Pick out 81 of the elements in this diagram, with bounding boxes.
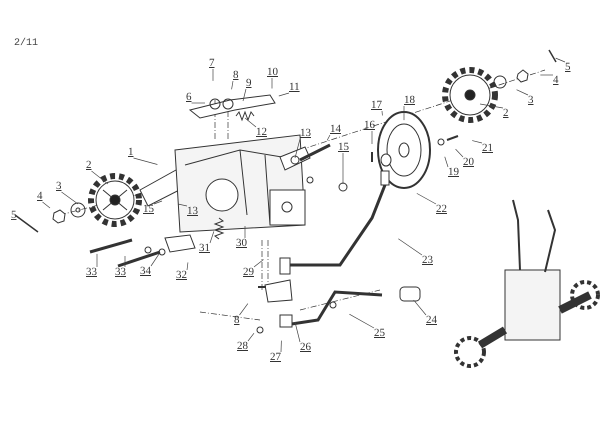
callout-number: 25 xyxy=(374,328,385,339)
callout-number: 15 xyxy=(338,142,349,153)
leader-line xyxy=(455,148,464,158)
leader-line xyxy=(210,231,214,244)
callout-number: 2 xyxy=(503,108,508,119)
callout-number: 19 xyxy=(448,167,459,178)
leader-line xyxy=(294,138,300,158)
leader-line xyxy=(242,88,246,102)
callout-number: 34 xyxy=(140,266,151,277)
leader-line xyxy=(248,332,254,342)
callout-number: 14 xyxy=(330,124,341,135)
leader-line xyxy=(516,89,528,96)
callout-number: 8 xyxy=(233,70,238,81)
callout-number: 32 xyxy=(176,270,187,281)
leader-line xyxy=(326,134,330,141)
leader-line xyxy=(244,226,246,238)
leader-line xyxy=(178,204,188,206)
leader-line xyxy=(133,158,158,165)
leader-line xyxy=(42,202,50,208)
callout-number: 3 xyxy=(56,181,62,192)
leader-line xyxy=(278,92,290,96)
callout-number: 7 xyxy=(209,58,214,69)
callout-number: 20 xyxy=(463,157,474,168)
leader-line xyxy=(416,193,436,204)
callout-number: 4 xyxy=(553,75,558,86)
leader-line xyxy=(244,118,256,128)
leader-line xyxy=(280,340,282,352)
callout-number: 29 xyxy=(243,267,254,278)
callout-number: 13 xyxy=(187,206,198,217)
callout-number: 24 xyxy=(426,315,437,326)
callout-number: 18 xyxy=(404,95,415,106)
page-number: 2/11 xyxy=(14,38,38,49)
callout-number: 33 xyxy=(86,267,97,278)
leader-line xyxy=(254,259,264,268)
callout-number: 27 xyxy=(270,352,281,363)
callout-number: 17 xyxy=(371,100,382,111)
leader-line xyxy=(413,300,426,316)
callout-number: 28 xyxy=(237,341,248,352)
leader-line xyxy=(186,262,188,270)
callout-number: 2 xyxy=(86,160,92,171)
callout-number: 16 xyxy=(364,120,375,131)
leader-line xyxy=(239,303,248,316)
leader-line xyxy=(191,102,206,104)
leader-line xyxy=(231,80,234,90)
callout-number: 21 xyxy=(482,143,493,154)
callout-number: 22 xyxy=(436,204,447,215)
leader-line xyxy=(96,253,98,268)
callout-number: 9 xyxy=(246,78,252,89)
callout-number: 30 xyxy=(236,238,247,249)
leader-line xyxy=(472,140,482,144)
leader-line xyxy=(91,170,108,184)
callout-number: 13 xyxy=(300,128,311,139)
callout-number: 10 xyxy=(267,67,278,78)
callout-number: 6 xyxy=(186,92,192,103)
callout-number: 11 xyxy=(289,82,300,93)
leader-line xyxy=(124,256,126,268)
leader-line xyxy=(398,238,422,256)
callout-number: 1 xyxy=(128,147,134,158)
callout-number: 5 xyxy=(565,62,570,73)
leader-line xyxy=(61,192,78,204)
callout-number: 8 xyxy=(234,315,240,326)
callout-number: 4 xyxy=(37,191,42,202)
leader-line xyxy=(150,254,160,266)
leader-line xyxy=(342,152,344,184)
leader-line xyxy=(444,156,448,168)
leader-line xyxy=(212,68,214,82)
leader-line xyxy=(540,74,554,76)
leader-line xyxy=(555,58,566,62)
callout-number: 3 xyxy=(528,95,534,106)
callout-number: 31 xyxy=(199,243,210,254)
leader-line xyxy=(349,314,374,328)
leader-line xyxy=(294,322,300,342)
callout-number: 26 xyxy=(300,342,311,353)
callout-number: 15 xyxy=(143,204,154,215)
leader-line xyxy=(480,104,504,108)
callout-number: 33 xyxy=(115,267,126,278)
callout-number: 23 xyxy=(422,255,433,266)
callout-number: 5 xyxy=(11,210,16,221)
leader-line xyxy=(154,200,162,204)
callout-number: 12 xyxy=(256,127,267,138)
leader-line xyxy=(382,110,383,116)
